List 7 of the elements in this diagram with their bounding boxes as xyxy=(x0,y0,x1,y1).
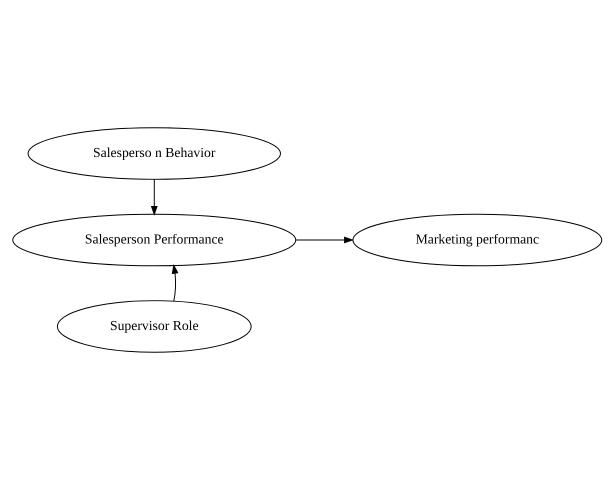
node-ellipse: Salesperso n Behavior xyxy=(28,126,281,180)
arrow xyxy=(295,236,354,243)
node-ellipse: Supervisor Role xyxy=(56,300,252,352)
node-ellipse: Salesperson Performance xyxy=(12,213,296,266)
arrow xyxy=(150,178,158,216)
arrow xyxy=(172,263,178,302)
node-ellipse: Marketing performanc xyxy=(352,213,602,266)
